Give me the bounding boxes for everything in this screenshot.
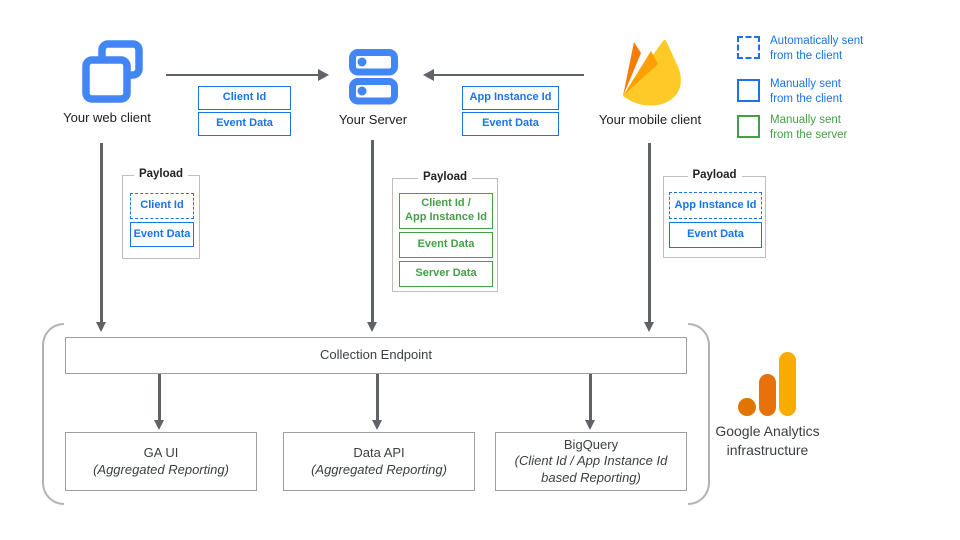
- arrow-endpoint-to-dataapi-line: [376, 374, 379, 420]
- arrow-web-to-server-head-icon: [318, 69, 329, 81]
- google-analytics-infrastructure-label: Google Analytics infrastructure: [715, 423, 820, 458]
- collection-endpoint-label: Collection Endpoint: [319, 347, 433, 363]
- mobile-payload-app-instance-id: App Instance Id: [669, 192, 762, 219]
- web-payload-box: Payload Client Id Event Data: [122, 168, 200, 259]
- web-client-icon: [82, 40, 143, 103]
- arrow-endpoint-to-gaui-head-icon: [154, 420, 164, 430]
- mobile-arrow-label-event-data: Event Data: [462, 112, 559, 136]
- arrow-endpoint-to-gaui-line: [158, 374, 161, 420]
- ga-ui-box: GA UI (Aggregated Reporting): [65, 432, 257, 491]
- mobile-payload-event-data: Event Data: [669, 222, 762, 248]
- ga-ui-title: GA UI: [143, 445, 179, 461]
- legend-item-manual-server: Manually sent from the server: [770, 114, 848, 141]
- server-payload-box: Payload Client Id / App Instance Id Even…: [392, 171, 498, 292]
- data-api-title: Data API: [353, 445, 405, 461]
- server-label: Your Server: [338, 112, 408, 127]
- arrow-server-down-line: [371, 140, 374, 322]
- web-payload-client-id: Client Id: [130, 193, 194, 219]
- bigquery-title: BigQuery: [563, 437, 619, 453]
- arrow-web-down-head-icon: [96, 322, 106, 332]
- legend-item-auto-client: Automatically sent from the client: [770, 35, 864, 62]
- arrow-web-down-line: [100, 143, 103, 322]
- firebase-flame-icon: [623, 39, 681, 106]
- server-payload-event-data: Event Data: [399, 232, 493, 258]
- legend-solid-green-square-icon: [737, 115, 760, 138]
- collection-endpoint-box: Collection Endpoint: [65, 337, 687, 374]
- google-analytics-logo-tall-bar-icon: [779, 352, 796, 416]
- arrow-web-to-server-line: [166, 74, 319, 76]
- data-api-subtitle: (Aggregated Reporting): [311, 461, 447, 477]
- arrow-mobile-to-server-head-icon: [423, 69, 434, 81]
- bigquery-subtitle: (Client Id / App Instance Id based Repor…: [514, 453, 668, 485]
- web-arrow-label-client-id: Client Id: [198, 86, 291, 110]
- arrow-endpoint-to-dataapi-head-icon: [372, 420, 382, 430]
- arrow-endpoint-to-bigquery-line: [589, 374, 592, 420]
- google-analytics-logo-mid-bar-icon: [759, 374, 776, 416]
- data-api-box: Data API (Aggregated Reporting): [283, 432, 475, 491]
- arrow-mobile-down-head-icon: [644, 322, 654, 332]
- bigquery-box: BigQuery (Client Id / App Instance Id ba…: [495, 432, 687, 491]
- legend-dashed-blue-square-icon: [737, 36, 760, 59]
- infrastructure-bracket-right: [688, 323, 710, 505]
- mobile-arrow-label-app-instance-id: App Instance Id: [462, 86, 559, 110]
- web-payload-title: Payload: [133, 168, 189, 180]
- legend-solid-blue-square-icon: [737, 79, 760, 102]
- arrow-mobile-to-server-line: [433, 74, 584, 76]
- infrastructure-bracket-left: [42, 323, 64, 505]
- ga-ui-subtitle: (Aggregated Reporting): [93, 461, 229, 477]
- server-icon: [349, 49, 398, 105]
- mobile-payload-title: Payload: [687, 169, 742, 181]
- google-analytics-logo-dot-icon: [738, 398, 756, 416]
- web-payload-event-data: Event Data: [130, 222, 194, 247]
- mobile-client-label: Your mobile client: [598, 112, 702, 127]
- web-arrow-label-event-data: Event Data: [198, 112, 291, 136]
- legend-item-manual-client: Manually sent from the client: [770, 78, 843, 105]
- server-payload-server-data: Server Data: [399, 261, 493, 287]
- arrow-endpoint-to-bigquery-head-icon: [585, 420, 595, 430]
- mobile-payload-box: Payload App Instance Id Event Data: [663, 169, 766, 258]
- arrow-server-down-head-icon: [367, 322, 377, 332]
- server-payload-client-id-app-instance-id: Client Id / App Instance Id: [399, 193, 493, 229]
- web-client-label: Your web client: [63, 110, 151, 125]
- arrow-mobile-down-line: [648, 143, 651, 322]
- server-payload-title: Payload: [417, 171, 473, 183]
